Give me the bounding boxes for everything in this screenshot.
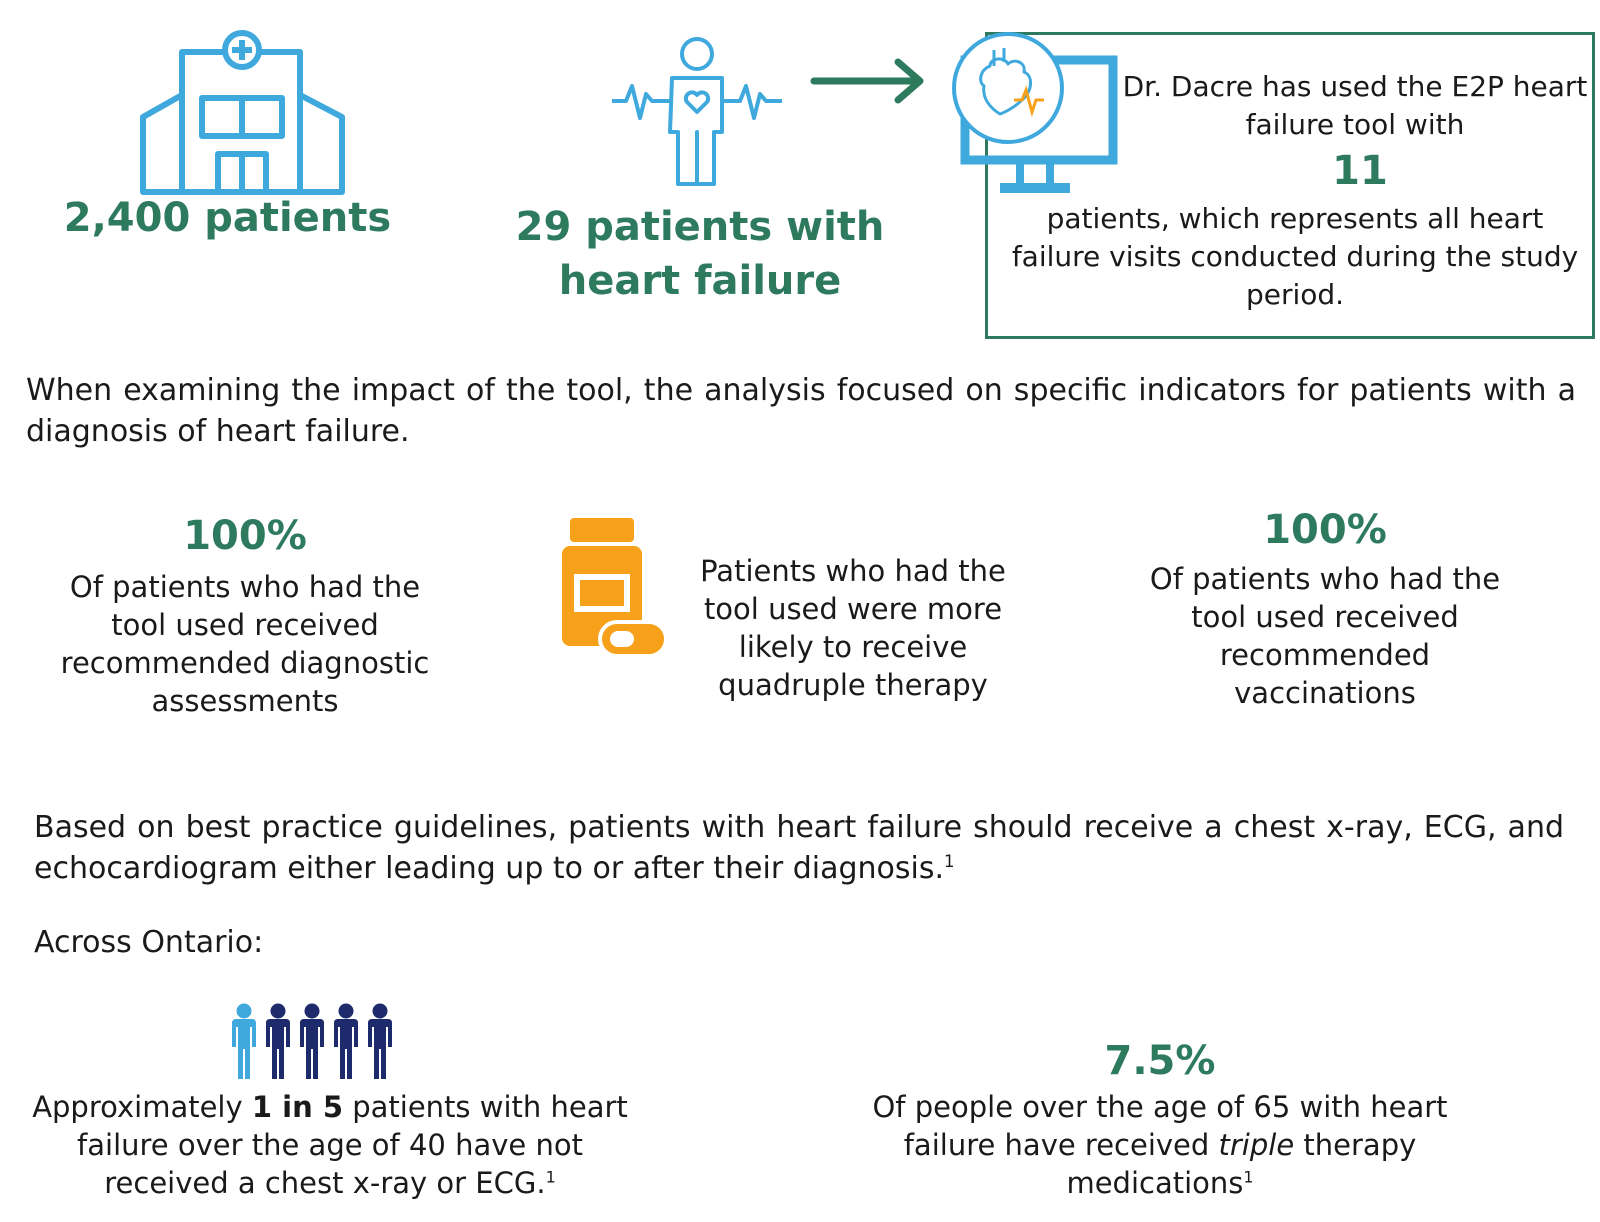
- person-figure: [368, 1003, 392, 1079]
- heart-failure-stat-line1: 29 patients with: [515, 204, 885, 250]
- triple-therapy-percent: 7.5%: [1104, 1038, 1216, 1084]
- guidelines-paragraph: Based on best practice guidelines, patie…: [34, 807, 1564, 889]
- guidelines-footnote: 1: [944, 852, 955, 871]
- ratio-bold: 1 in 5: [251, 1090, 344, 1124]
- intro-paragraph: When examining the impact of the tool, t…: [26, 373, 1576, 449]
- tool-usage-box: [985, 32, 1595, 339]
- triple-therapy-text: Of people over the age of 65 with heart …: [845, 1088, 1475, 1202]
- patients-count-stat: 2,400 patients: [63, 195, 392, 241]
- quadruple-therapy-text: Patients who had the tool used were more…: [700, 554, 1006, 702]
- hospital-icon: [140, 30, 345, 195]
- people-icon: [232, 1003, 392, 1079]
- pill-bottle-icon: [562, 518, 668, 658]
- ratio-text: Approximately 1 in 5 patients with heart…: [30, 1088, 630, 1202]
- monitor-heart-icon: [952, 32, 1118, 193]
- person-figure: [300, 1003, 324, 1079]
- tool-usage-text-top: Dr. Dacre has used the E2P heart failure…: [1122, 70, 1588, 141]
- person-figure: [266, 1003, 290, 1079]
- tool-usage-count: 11: [1332, 148, 1388, 194]
- ratio-footnote: 1: [545, 1167, 556, 1187]
- vaccination-text: Of patients who had the tool used receiv…: [1149, 562, 1501, 710]
- triple-footnote: 1: [1243, 1167, 1254, 1187]
- triple-italic: triple: [1218, 1128, 1295, 1162]
- tool-usage-text-bottom: patients, which represents all heart fai…: [1011, 202, 1579, 311]
- arrow-right-icon: [810, 58, 924, 104]
- ratio-prefix: Approximately: [32, 1090, 252, 1124]
- diagnostic-percent: 100%: [183, 513, 307, 559]
- ratio-suffix: patients with heart failure over the age…: [77, 1090, 628, 1200]
- triple-suffix: therapy medications: [1066, 1128, 1417, 1200]
- person-figure: [232, 1003, 256, 1079]
- guidelines-text: Based on best practice guidelines, patie…: [34, 810, 1564, 886]
- diagnostic-text: Of patients who had the tool used receiv…: [60, 570, 430, 718]
- person-figure: [334, 1003, 358, 1079]
- triple-prefix: Of people over the age of 65 with heart …: [872, 1090, 1448, 1162]
- person-heart-icon: [612, 37, 782, 186]
- vaccination-percent: 100%: [1263, 507, 1387, 553]
- heart-failure-stat: 29 patients with heart failure: [500, 200, 900, 308]
- across-ontario-heading: Across Ontario:: [34, 925, 264, 960]
- heart-failure-stat-line2: heart failure: [558, 258, 842, 304]
